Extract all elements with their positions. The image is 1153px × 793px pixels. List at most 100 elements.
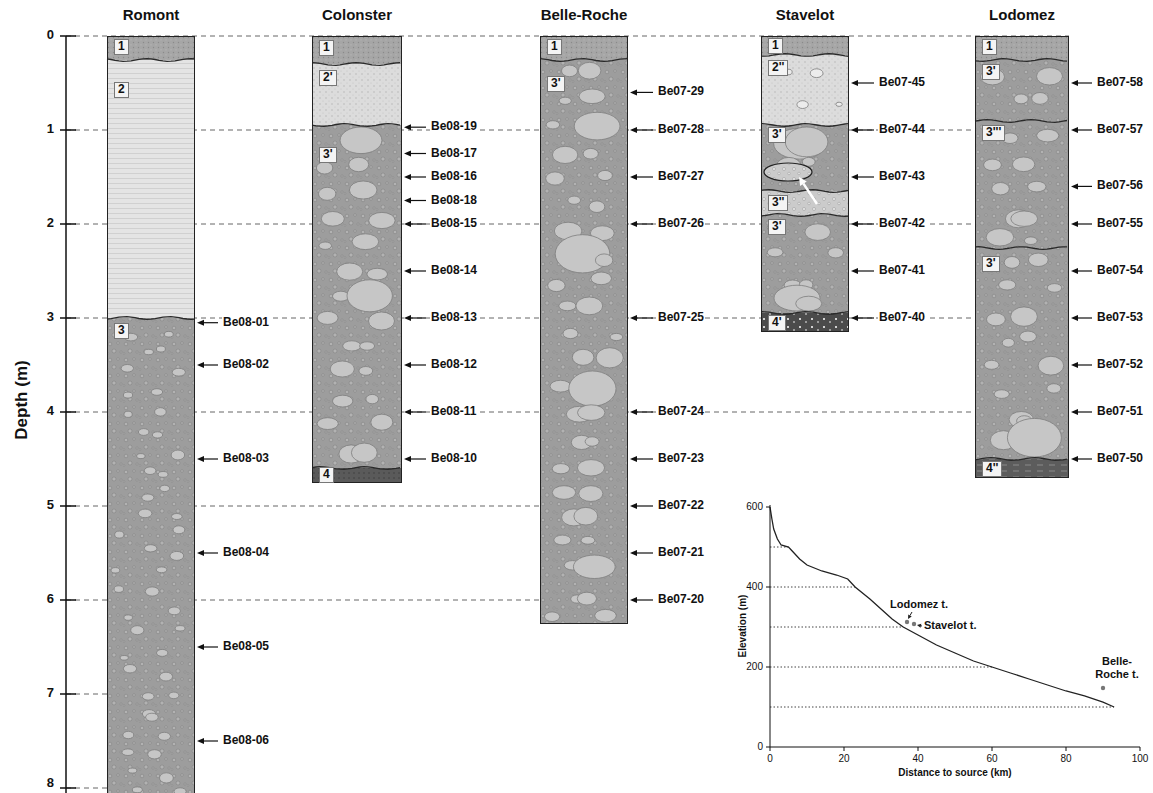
depth-tick-label: 0 [22,28,54,43]
sample-label: Be08-10 [430,452,478,466]
clast [121,365,133,373]
clast [124,411,132,417]
sample-arrow [630,174,637,180]
clast [828,248,844,258]
sample-label: Be08-06 [222,734,270,748]
sample-label: Be07-40 [878,311,926,325]
layer-boundary [761,54,849,57]
stratigraphic-unit: 1 [975,36,1069,60]
unit-number: 4' [768,315,786,331]
clast [785,127,828,157]
column-title: Romont [123,6,180,23]
sample-arrow [1078,317,1092,318]
column-fill [107,36,195,793]
clast [114,586,123,593]
layer-boundary [761,190,849,193]
clast [576,297,603,315]
stratigraphic-unit: 1 [540,36,628,60]
depth-tick-label: 1 [22,122,54,137]
clast [371,414,393,430]
layer-fill [107,60,195,318]
sample-arrow [1078,223,1092,224]
elevation-level [770,587,855,588]
unit-number: 1 [319,40,334,56]
inset-tick-label: 60 [977,753,1007,765]
clast [337,263,363,280]
layer-fill [761,125,849,191]
stratigraphic-unit: 3' [761,125,849,191]
clast [157,649,168,656]
clast [984,159,1002,171]
sample-arrow [411,176,426,177]
sample-arrow [851,315,858,321]
unit-number: 3' [982,64,1000,80]
clast [168,607,180,615]
clast [1047,384,1061,393]
sample-arrow [858,129,874,130]
stratigraphic-unit: 3' [975,248,1069,459]
sample-label: Be07-25 [657,311,705,325]
sample-label: Be08-03 [222,452,270,466]
sample-arrow [404,456,411,462]
clast [546,121,560,129]
column-fill [312,36,402,483]
sample-label: Be08-02 [222,358,270,372]
sample-arrow [637,505,653,506]
sample-arrow [637,223,653,224]
stratigraphic-unit: 4'' [975,459,1069,478]
clast [160,773,174,783]
clast [546,172,565,185]
unit-number: 3' [768,127,786,143]
inset-tick-label: 20 [829,753,859,765]
clast [1037,129,1059,142]
clast [317,418,338,430]
clast [330,361,354,377]
clast [796,296,822,311]
clast [349,157,369,171]
inset-tick [918,747,919,751]
clast [1038,356,1064,375]
terrace-point [905,620,909,624]
layer-fill [975,60,1069,121]
clast [111,568,120,573]
clast [144,349,153,354]
sample-label: Be08-15 [430,217,478,231]
sample-arrow [411,223,426,224]
sample-label: Be07-57 [1096,123,1144,137]
clast [122,749,134,756]
sample-arrow [630,503,637,509]
sample-arrow [1071,456,1078,462]
clast [1028,181,1046,192]
clast [124,615,132,620]
elevation-level [770,667,992,668]
terrace-label: Stavelot t. [924,619,977,632]
clast [585,437,599,446]
clast [158,472,168,478]
sample-arrow [637,176,653,177]
clast [579,89,605,104]
axis-tick [60,317,76,319]
stratigraphic-column: Stavelot12''3'3''3'4' [761,36,849,332]
inset-tick-label: 200 [737,661,763,673]
clast [333,395,353,407]
clast [999,280,1016,290]
clast [319,242,332,249]
inset-tick [1066,747,1067,751]
sample-arrow [411,127,426,128]
sample-arrow [404,315,411,321]
layer-boundary [312,124,400,127]
layer-boundary [975,120,1067,123]
terrace-arrow [921,625,922,626]
column-outline [108,37,195,793]
clast [1047,284,1062,293]
clast [156,567,167,573]
clast [173,526,185,534]
layer-fill [312,125,402,468]
sample-arrow [1071,315,1078,321]
column-outline [313,37,402,483]
sample-arrow [197,320,204,326]
sample-arrow [1078,129,1092,130]
column-outline [541,37,628,624]
clast [1028,253,1048,266]
sample-arrow [204,364,218,365]
